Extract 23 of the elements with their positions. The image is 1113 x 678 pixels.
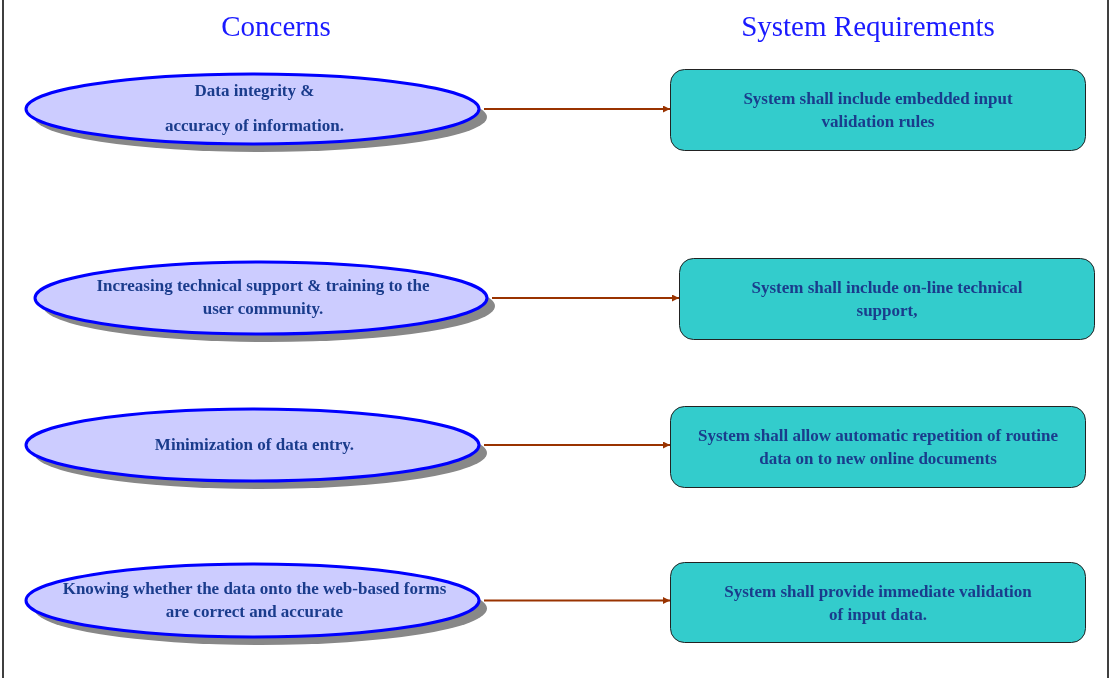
column-heading: System Requirements: [741, 10, 995, 43]
requirement-box: [670, 69, 1086, 151]
requirement-box: [670, 406, 1086, 488]
concern-ellipse: [22, 560, 487, 645]
node-text: System shall provide immediate validation of input data.: [723, 580, 1033, 626]
requirement-box: [679, 258, 1095, 340]
arrow: [483, 441, 671, 449]
node-text: Data integrity &: [194, 80, 315, 102]
arrow: [491, 294, 680, 302]
concern-ellipse: [22, 70, 487, 152]
concern-ellipse: [31, 258, 495, 342]
node-text: System shall include on-line technical support,: [750, 277, 1024, 322]
requirement-box: [670, 562, 1086, 643]
arrow: [483, 597, 671, 604]
node-text: accuracy of information.: [165, 115, 344, 137]
node-text: System shall include embedded input validation rules: [742, 88, 1014, 133]
column-heading: Concerns: [221, 10, 331, 43]
node-text: Increasing technical support & training to the user community.: [95, 275, 431, 320]
concern-ellipse: [22, 405, 487, 489]
node-text: System shall allow automatic repetition of routine data on to new online documents: [696, 425, 1060, 470]
node-text: Knowing whether the data onto the web-based forms are correct and accurate: [61, 577, 448, 623]
node-text: Minimization of data entry.: [154, 433, 355, 456]
arrow: [483, 105, 671, 113]
